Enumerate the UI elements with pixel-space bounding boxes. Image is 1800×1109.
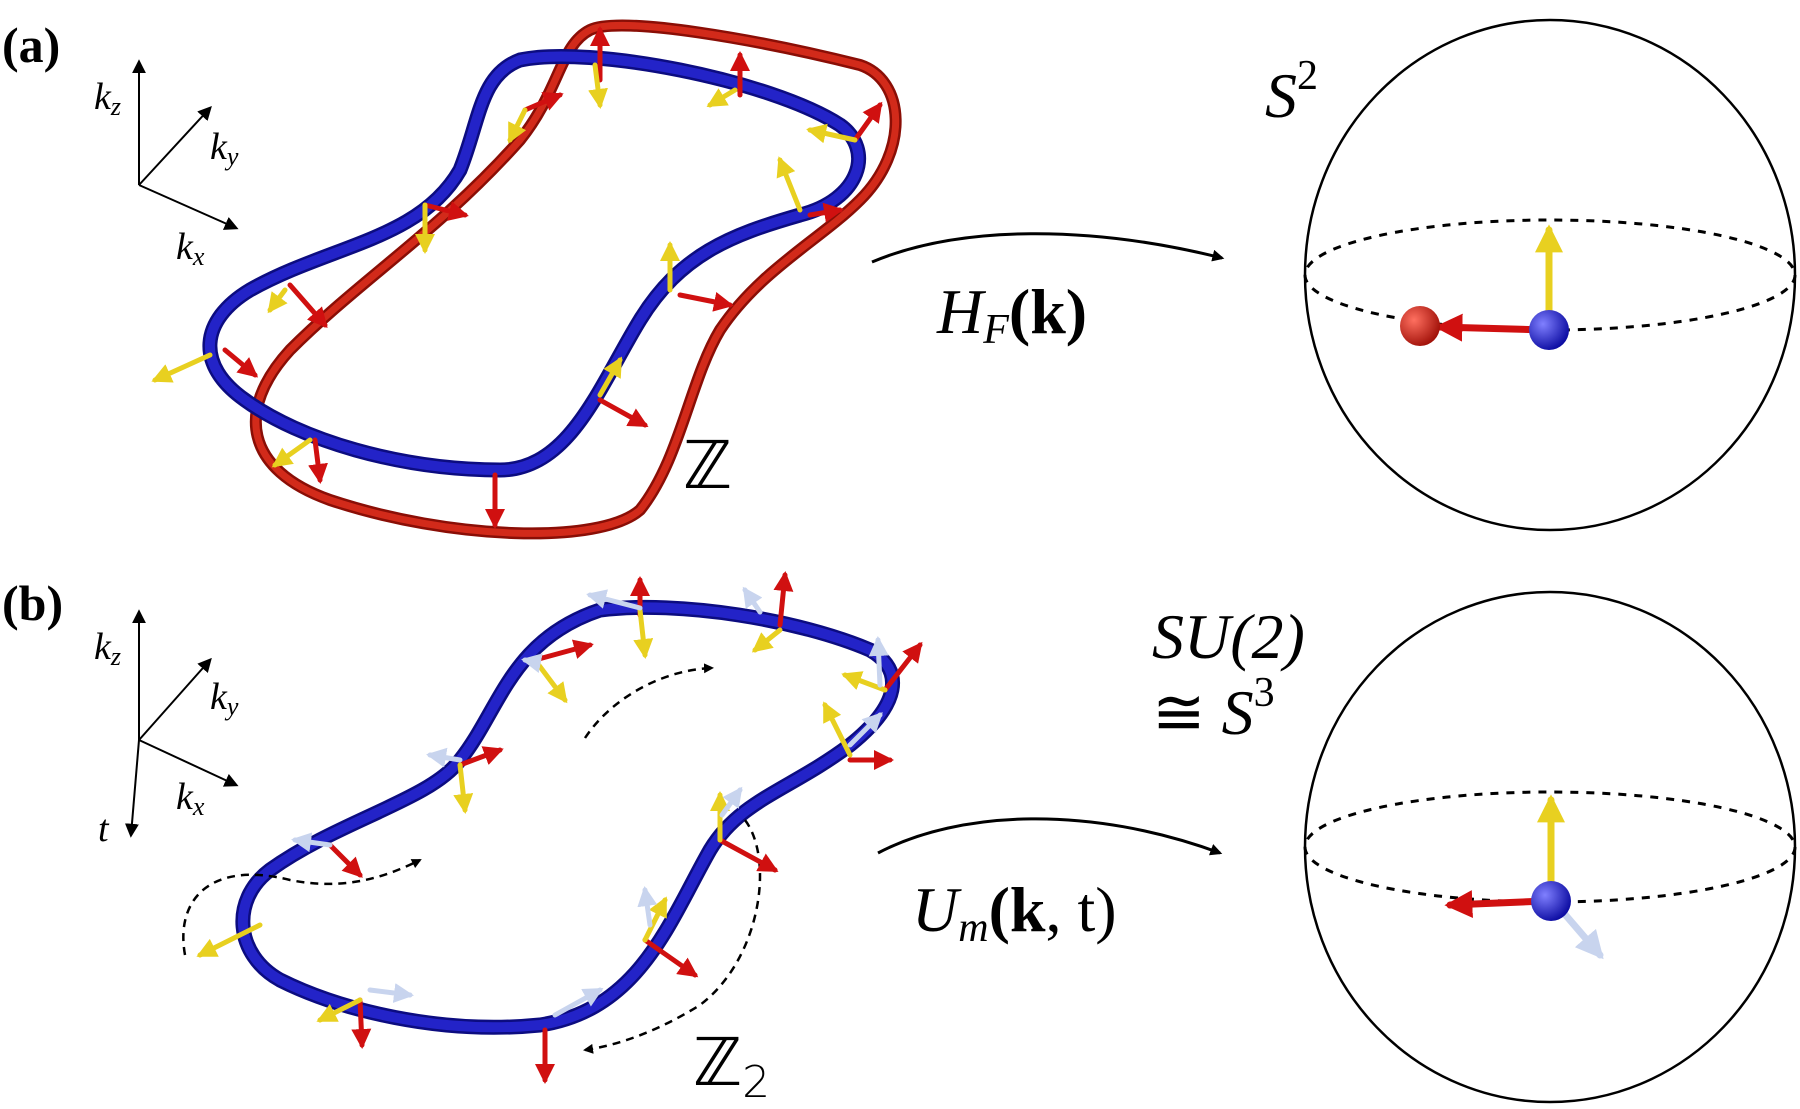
panel-a-label: (a)	[2, 17, 61, 73]
panel-b-label: (b)	[2, 575, 64, 631]
panel-a-map-arrow	[871, 232, 1225, 264]
panel-b-invariant: ℤ2	[693, 1024, 771, 1108]
sphere-s3-vectors	[1444, 794, 1604, 960]
sphere-s2-label: S2	[1265, 53, 1318, 131]
panel-b-axes	[124, 609, 239, 838]
sphere-s3-label-line2: ≅ S3	[1152, 670, 1275, 748]
sphere-s3-blue-point	[1531, 881, 1571, 921]
panel-b-kx-label: kx	[176, 776, 205, 821]
panel-a-invariant: ℤ	[683, 427, 733, 504]
panel-b-kz-label: kz	[94, 626, 121, 671]
panel-a-ky-label: ky	[210, 126, 239, 171]
panel-a-map-label: HF(k)	[937, 276, 1088, 353]
panel-b-map-arrow	[877, 817, 1223, 856]
panel-b-t-label: t	[98, 808, 109, 850]
panel-a-frame-arrows	[151, 26, 883, 529]
panel-b-blue-loop	[235, 599, 901, 1035]
panel-a-axes	[132, 59, 239, 230]
panel-b-map-label: Um(k, t)	[912, 874, 1117, 951]
sphere-s2-blue-point	[1529, 310, 1569, 350]
sphere-s2-red-point	[1400, 306, 1440, 346]
panel-a-kz-label: kz	[94, 76, 121, 121]
panel-b-flow-arrows	[182, 663, 762, 1054]
sphere-s2-vectors	[1434, 224, 1563, 342]
panel-a-kx-label: kx	[176, 226, 205, 271]
panel-b-ky-label: ky	[210, 676, 239, 721]
sphere-s3-label-line1: SU(2)	[1152, 601, 1305, 672]
panel-b-frame-arrows	[196, 571, 923, 1084]
